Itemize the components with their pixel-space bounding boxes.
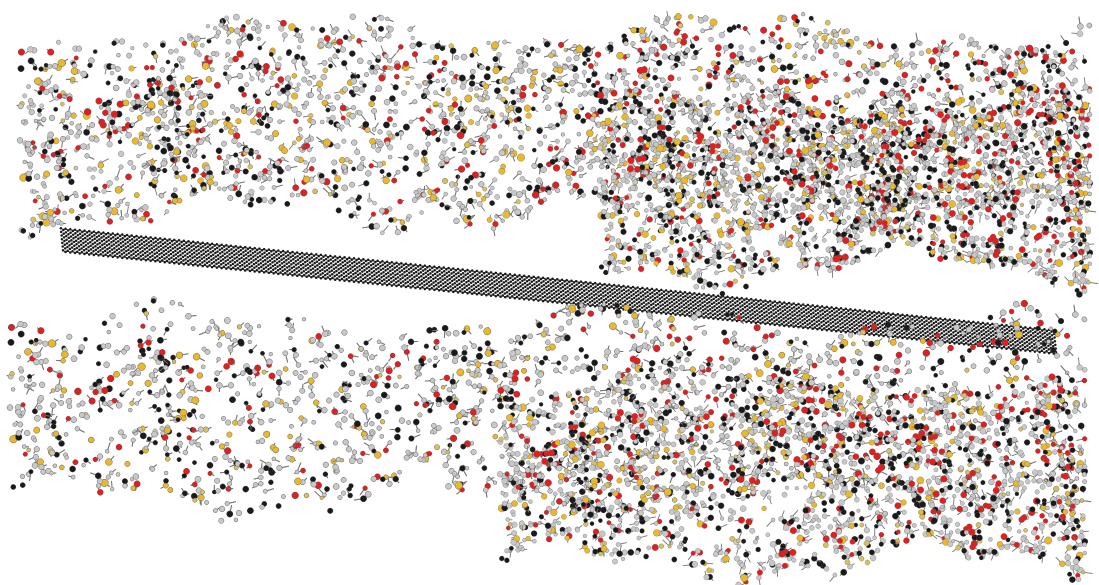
upper-molecule-cluster [17,11,1098,297]
lower-molecule-cluster [7,297,1093,585]
